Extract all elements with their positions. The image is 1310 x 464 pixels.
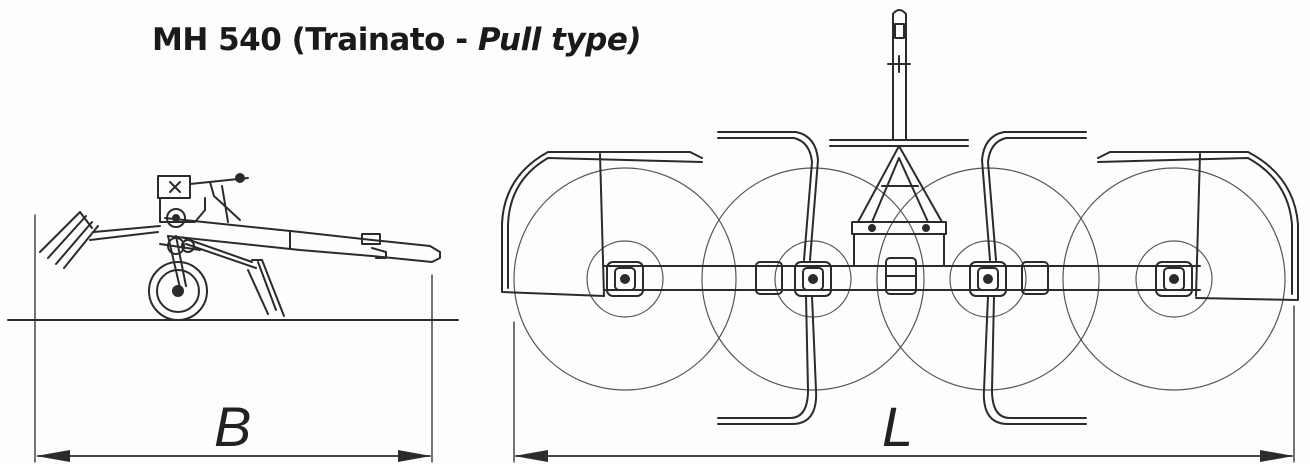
rotor-hub <box>606 261 644 297</box>
side-view: B <box>7 173 459 463</box>
dimension-label-b: B <box>214 395 251 458</box>
left-swath-board <box>501 151 703 297</box>
title-main: MH 540 (Trainato - <box>152 22 478 58</box>
side-gearbox <box>157 173 249 228</box>
side-front-tine-arm <box>39 211 161 269</box>
top-view: L <box>501 9 1299 463</box>
drawing-title: MH 540 (Trainato - Pull type) <box>152 22 642 58</box>
dimension-label-l: L <box>882 395 913 458</box>
left-transport-arm <box>717 131 819 425</box>
side-rear-tine-arm <box>183 237 285 317</box>
beam-joints <box>755 257 1049 295</box>
title-italic: Pull type) <box>477 22 642 58</box>
side-wheel <box>148 261 208 321</box>
right-swath-board <box>1097 151 1299 301</box>
dimension-line-b <box>36 450 431 462</box>
dimension-line-l <box>514 450 1294 462</box>
rotor-outer-circles <box>513 167 1286 391</box>
rotor-hub <box>1155 261 1193 297</box>
main-beam <box>603 265 1201 291</box>
rotor-inner-circles <box>586 240 1213 318</box>
right-transport-arm <box>981 131 1087 425</box>
side-drawbar <box>164 217 441 263</box>
central-frame <box>829 9 969 267</box>
